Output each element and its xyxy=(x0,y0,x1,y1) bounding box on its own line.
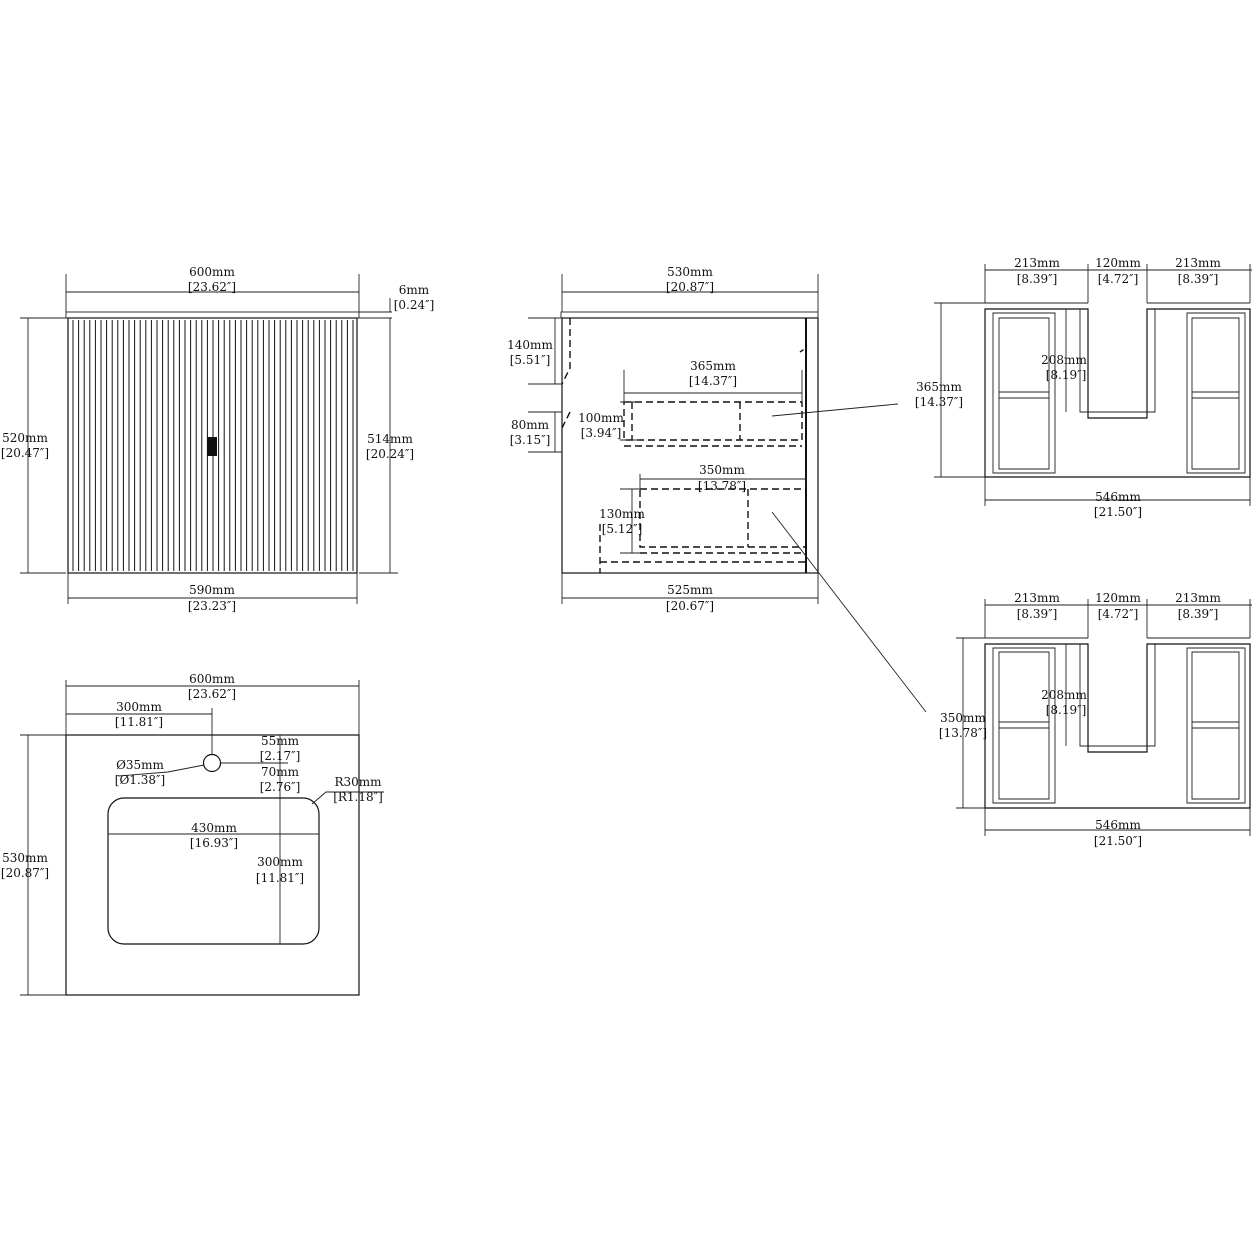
front-handle xyxy=(207,437,217,456)
top-bowl-depth-inch: [11.81″] xyxy=(256,871,304,885)
front-top-width-inch: [23.62″] xyxy=(188,280,236,294)
top-faucet-offset-inch: [11.81″] xyxy=(115,715,163,729)
front-top-thickness-label: 6mm xyxy=(399,283,430,297)
top-corner-radius-inch: [R1.18″] xyxy=(333,790,383,804)
upper-plan-depth-inch: [14.37″] xyxy=(915,395,963,409)
side-upper-drawer xyxy=(623,401,803,441)
lower-drawer-plan: 213mm [8.39″] 120mm [4.72″] 213mm [8.39″… xyxy=(939,591,1252,848)
upper-plan-right-label: 213mm xyxy=(1175,256,1221,270)
front-body-height-label: 514mm xyxy=(367,432,413,446)
top-depth-inch: [20.87″] xyxy=(1,866,49,880)
top-hole-dia-label: Ø35mm xyxy=(116,758,164,772)
front-height-label: 520mm xyxy=(2,431,48,445)
front-countertop xyxy=(65,311,360,319)
top-corner-radius-label: R30mm xyxy=(334,775,382,789)
upper-plan-notch-inch: [4.72″] xyxy=(1098,272,1139,286)
side-depth-label: 530mm xyxy=(667,265,713,279)
upper-plan-width-label: 546mm xyxy=(1095,490,1141,504)
front-cabinet-body xyxy=(67,317,358,574)
lower-plan-depth-label: 350mm xyxy=(940,711,986,725)
side-cabinet-body xyxy=(561,317,819,574)
side-gap-inch: [3.15″] xyxy=(510,433,551,447)
top-faucet-to-bowl-inch: [2.76″] xyxy=(260,780,301,794)
faucet-hole xyxy=(202,753,222,773)
front-height-inch: [20.47″] xyxy=(1,446,49,460)
top-view: 600mm [23.62″] 300mm [11.81″] 55mm [2.17… xyxy=(1,672,384,996)
front-top-width-label: 600mm xyxy=(189,265,235,279)
side-lower-drawer-height-inch: [5.12″] xyxy=(602,522,643,536)
front-view: 600mm [23.62″] 6mm [0.24″] 520mm [20.47″… xyxy=(1,265,434,613)
top-faucet-to-edge-label: 55mm xyxy=(261,734,300,748)
side-lower-drawer-depth-label: 350mm xyxy=(699,463,745,477)
lower-plan-notch-depth-inch: [8.19″] xyxy=(1046,703,1087,717)
top-width-label: 600mm xyxy=(189,672,235,686)
upper-plan-notch-label: 120mm xyxy=(1095,256,1141,270)
side-body-depth-inch: [20.67″] xyxy=(666,599,714,613)
side-upper-drawer-depth-inch: [14.37″] xyxy=(689,374,737,388)
front-top-thickness-inch: [0.24″] xyxy=(394,298,435,312)
lower-plan-notch-inch: [4.72″] xyxy=(1098,607,1139,621)
side-gap-label: 80mm xyxy=(511,418,550,432)
side-upper-drawer-depth-label: 365mm xyxy=(690,359,736,373)
top-bowl-width-inch: [16.93″] xyxy=(190,836,238,850)
lower-drawer-leader xyxy=(771,511,927,713)
side-depth-inch: [20.87″] xyxy=(666,280,714,294)
side-upper-offset-inch: [5.51″] xyxy=(510,353,551,367)
side-upper-drawer-height-label: 100mm xyxy=(578,411,624,425)
side-upper-offset-label: 140mm xyxy=(507,338,553,352)
side-lower-drawer-height-label: 130mm xyxy=(599,507,645,521)
lower-plan-left-label: 213mm xyxy=(1014,591,1060,605)
upper-plan-notch-depth-label: 208mm xyxy=(1041,353,1087,367)
top-faucet-to-edge-inch: [2.17″] xyxy=(260,749,301,763)
side-countertop xyxy=(560,311,819,319)
lower-plan-notch-label: 120mm xyxy=(1095,591,1141,605)
top-faucet-to-bowl-label: 70mm xyxy=(261,765,300,779)
side-body-depth-label: 525mm xyxy=(667,583,713,597)
top-width-inch: [23.62″] xyxy=(188,687,236,701)
upper-plan-left-inch: [8.39″] xyxy=(1017,272,1058,286)
front-body-width-label: 590mm xyxy=(189,583,235,597)
top-bowl-width-label: 430mm xyxy=(191,821,237,835)
side-lower-drawer-depth-inch: [13.78″] xyxy=(698,479,746,493)
basin-bowl xyxy=(107,797,320,945)
lower-plan-right-inch: [8.39″] xyxy=(1178,607,1219,621)
lower-plan-depth-inch: [13.78″] xyxy=(939,726,987,740)
upper-plan-depth-label: 365mm xyxy=(916,380,962,394)
side-upper-drawer-height-inch: [3.94″] xyxy=(581,426,622,440)
upper-plan-width-inch: [21.50″] xyxy=(1094,505,1142,519)
upper-plan-left-label: 213mm xyxy=(1014,256,1060,270)
upper-plan-right-inch: [8.39″] xyxy=(1178,272,1219,286)
lower-plan-notch-depth-label: 208mm xyxy=(1041,688,1087,702)
top-hole-dia-inch: [Ø1.38″] xyxy=(115,773,165,787)
upper-drawer-plan: 213mm [8.39″] 120mm [4.72″] 213mm [8.39″… xyxy=(915,256,1252,519)
countertop-outline xyxy=(65,734,360,996)
lower-plan-left-inch: [8.39″] xyxy=(1017,607,1058,621)
upper-plan-notch-depth-inch: [8.19″] xyxy=(1046,368,1087,382)
lower-plan-right-label: 213mm xyxy=(1175,591,1221,605)
lower-plan-width-label: 546mm xyxy=(1095,818,1141,832)
top-depth-label: 530mm xyxy=(2,851,48,865)
top-bowl-depth-label: 300mm xyxy=(257,855,303,869)
top-faucet-offset-label: 300mm xyxy=(116,700,162,714)
front-body-width-inch: [23.23″] xyxy=(188,599,236,613)
front-body-height-inch: [20.24″] xyxy=(366,447,414,461)
lower-plan-width-inch: [21.50″] xyxy=(1094,834,1142,848)
front-door-flutes xyxy=(72,320,354,571)
side-lower-drawer xyxy=(639,488,807,548)
upper-drawer-leader xyxy=(771,403,899,417)
side-view: 530mm [20.87″] 140mm [5.51″] 80mm [3.15″… xyxy=(507,265,927,713)
